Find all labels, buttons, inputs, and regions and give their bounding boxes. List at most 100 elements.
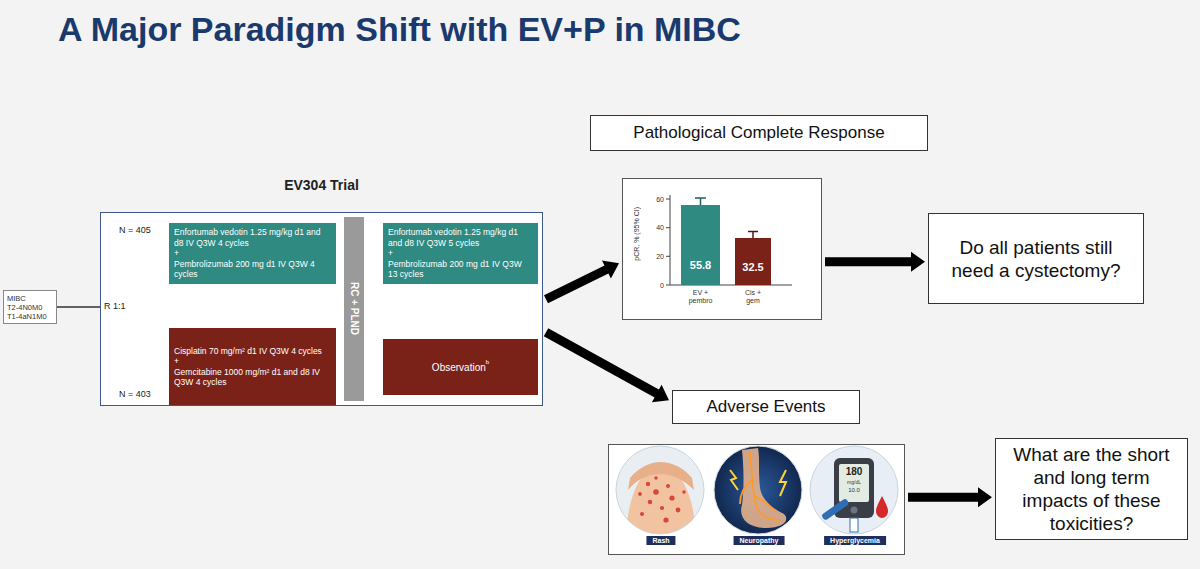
art-shape [676,508,681,513]
art-shape [810,446,898,534]
label-text: N = 403 [119,389,151,399]
label-text: Cis + gem [738,289,768,305]
art-shape [780,470,786,496]
node-text: + [388,248,533,259]
connector [544,260,619,303]
node-text: Pembrolizumab 200 mg d1 IV Q3W 13 cycles [388,259,533,280]
art-shape [754,496,776,512]
node-text: 32.5 [742,261,763,273]
node-text: Enfortumab vedotin 1.25 mg/kg d1 and d8 … [174,227,331,248]
art-shape [682,490,686,494]
node-text: MIBC [7,294,26,303]
art-shape [810,446,898,534]
art-shape [640,512,644,516]
art-shape [748,231,758,233]
art-shape [666,195,792,285]
art-shape [616,446,704,534]
art-shape [608,444,905,555]
node-text: Pathological Complete Response [633,123,884,143]
art-shape [750,452,780,520]
art-shape [714,446,802,534]
art-shape [810,446,898,534]
art-shape [695,197,706,199]
node-text: Hyperglycemia [824,536,886,545]
node-text: RC + PLND [349,282,360,335]
art-shape [666,199,670,200]
node-text: Observation [432,362,486,373]
treatment-box: Enfortumab vedotin 1.25 mg/kg d1 and d8 … [383,223,538,284]
label-text: 0 [660,282,664,289]
image-panel: Rash Neuropathy Hyperglycemia [608,444,905,555]
art-shape [714,446,802,534]
art-shape [821,498,850,521]
node-text: Do all patients still need a cystectomy? [937,236,1135,282]
node-text: Pembrolizumab 200 mg d1 IV Q3W 4 cycles [174,259,331,280]
art-shape [876,496,888,518]
node-text: What are the short and long term impacts… [1004,443,1179,535]
label-text: 10.0 [848,487,860,493]
label-text: R 1:1 [103,301,127,311]
label-text: mg/dL [847,479,861,485]
chart-bar: 55.8 [681,205,720,285]
node-text: Neuropathy [734,536,785,545]
label-text: 20 [656,253,664,260]
header-box: Adverse Events [672,390,860,424]
art-shape [741,448,786,528]
art-shape [851,507,858,514]
node-text: Adverse Events [706,397,825,417]
art-shape [730,470,738,490]
art-shape [666,484,670,488]
trial-frame: EV304 TrialEnfortumab vedotin 1.25 mg/kg… [100,212,543,406]
label-text: 180 [846,466,863,477]
treatment-box: Enfortumab vedotin 1.25 mg/kg d1 and d8 … [169,223,336,284]
connector [544,328,669,402]
connector [825,252,925,272]
node-text: T1-4aN1M0 [7,312,47,321]
art-shape [622,178,822,320]
art-shape [648,500,653,505]
art-shape [660,506,664,510]
art-shape [850,518,858,532]
label-text: 40 [656,224,664,231]
art-shape [666,227,670,228]
label-text: 60 [656,196,664,203]
art-shape [638,476,686,522]
node-text: 55.8 [690,259,711,271]
art-shape [638,492,642,496]
art-shape [628,462,694,490]
node-text: T2-4N0M0 [7,303,42,312]
surgery-bar: RC + PLND [344,217,364,401]
question-box: Do all patients still need a cystectomy? [928,213,1144,304]
node-text: Rash [646,536,675,545]
label-text: N = 405 [119,225,151,235]
node-text: EV304 Trial [101,177,542,193]
question-box: What are the short and long term impacts… [995,438,1188,540]
art-shape [646,482,650,486]
art-shape [839,464,869,502]
art-shape [653,489,659,495]
art-shape [714,446,802,534]
node-text: + [174,248,331,259]
observation-box: Observationb [383,339,538,395]
art-shape [654,476,657,479]
node-text: b [486,359,489,365]
node-text: pCR, % (95% CI) [633,207,640,261]
population-box: MIBCT2-4N0M0T1-4aN1M0 [3,290,57,324]
header-box: Pathological Complete Response [590,115,928,151]
treatment-box: Cisplatin 70 mg/m² d1 IV Q3W 4 cycles+Ge… [169,328,336,405]
node-text: Cisplatin 70 mg/m² d1 IV Q3W 4 cycles [174,346,331,357]
node-text: Gemcitabine 1000 mg/m² d1 and d8 IV Q3W … [174,367,331,388]
art-shape [666,256,670,257]
art-shape [666,285,670,286]
label-text: EV + pembro [684,289,718,305]
node-text: + [174,356,331,367]
art-shape [616,446,704,534]
art-shape [669,495,674,500]
connector [908,487,992,507]
art-shape [740,480,752,504]
art-shape [670,195,671,285]
chart-bar: 32.5 [735,238,771,285]
node-text: Enfortumab vedotin 1.25 mg/kg d1 and d8 … [388,227,533,248]
art-shape [740,452,780,520]
